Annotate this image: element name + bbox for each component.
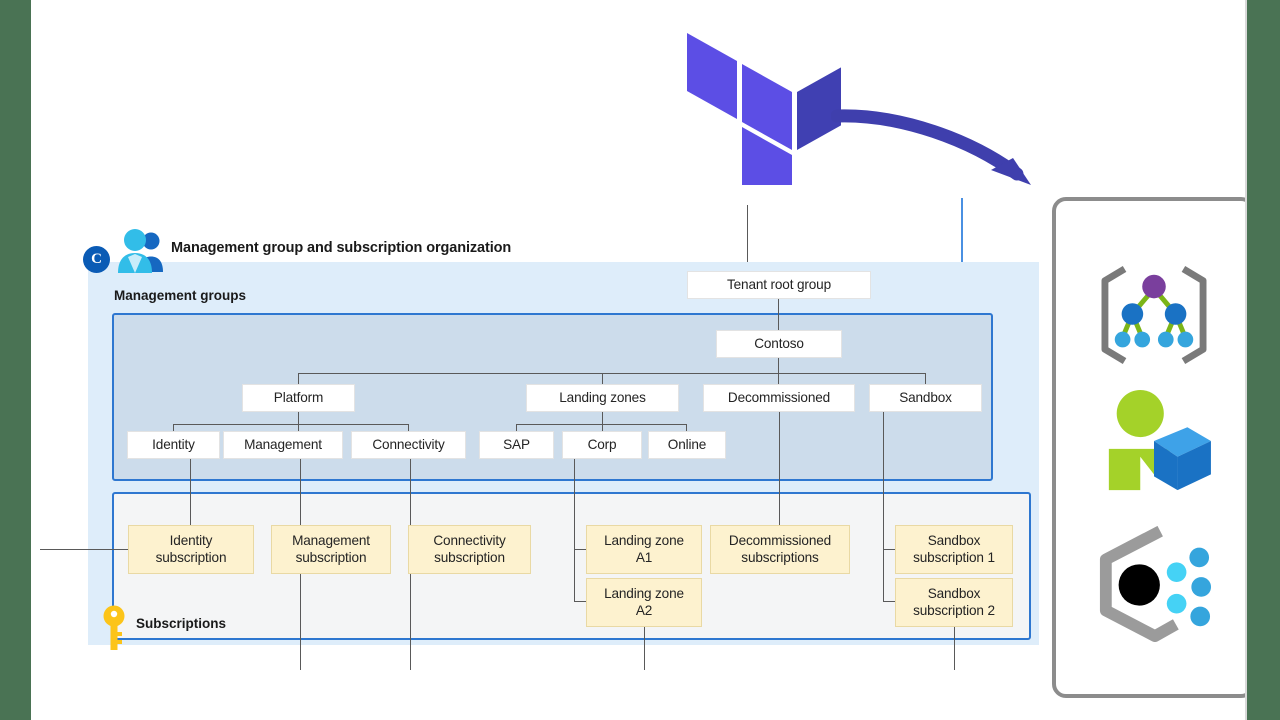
sub-node-sandbox-subscription-2[interactable]: Sandbox subscription 2 xyxy=(895,578,1013,627)
mg-node-landing-zones[interactable]: Landing zones xyxy=(526,384,679,412)
sub-node-line2: subscription 1 xyxy=(913,549,995,565)
sub-node-line1: Connectivity xyxy=(433,533,506,549)
connector-sandbox-down xyxy=(883,412,885,602)
sub-node-line1: Landing zone xyxy=(604,533,684,549)
sub-node-line2: subscriptions xyxy=(741,549,819,565)
azure-icon-panel xyxy=(1052,197,1247,698)
mg-node-label: Platform xyxy=(273,389,324,405)
sub-node-management-subscription[interactable]: Management subscription xyxy=(271,525,391,574)
mg-node-label: Connectivity xyxy=(372,436,445,452)
mg-node-label: Management xyxy=(244,436,322,452)
mg-node-contoso[interactable]: Contoso xyxy=(716,330,842,358)
sub-node-line1: Sandbox xyxy=(927,586,981,602)
mg-node-label: Landing zones xyxy=(559,389,646,405)
contoso-badge: C xyxy=(83,246,110,273)
mg-node-label: SAP xyxy=(503,436,530,452)
sub-node-decommissioned-subscriptions[interactable]: Decommissioned subscriptions xyxy=(710,525,850,574)
connector-platform-down xyxy=(298,412,300,424)
mg-node-management[interactable]: Management xyxy=(223,431,343,459)
sub-node-line1: Management xyxy=(292,533,370,549)
connector-blue-top xyxy=(961,198,963,262)
subscriptions-container xyxy=(112,492,1031,640)
subscriptions-label: Subscriptions xyxy=(136,616,227,631)
mg-node-label: Corp xyxy=(587,436,617,452)
connector-platform-bus xyxy=(173,424,409,426)
mg-node-label: Decommissioned xyxy=(727,389,831,405)
connector-sandbox-s1 xyxy=(883,549,896,551)
azure-management-group-icon xyxy=(1056,257,1247,372)
connector-to-corp xyxy=(602,424,604,434)
mg-node-label: Sandbox xyxy=(899,389,952,405)
connector-to-management xyxy=(298,424,300,434)
key-icon xyxy=(103,605,125,651)
sub-node-sandbox-subscription-1[interactable]: Sandbox subscription 1 xyxy=(895,525,1013,574)
management-groups-label: Management groups xyxy=(114,288,247,303)
azure-subscription-icon xyxy=(1056,383,1247,498)
sub-node-identity-subscription[interactable]: Identity subscription xyxy=(128,525,254,574)
sub-node-line2: A1 xyxy=(635,549,653,565)
connector-sandbox-s2 xyxy=(883,601,896,603)
connector-corp-a1 xyxy=(574,549,587,551)
page-title: Management group and subscription organi… xyxy=(171,240,512,256)
mg-node-connectivity[interactable]: Connectivity xyxy=(351,431,466,459)
mg-node-sap[interactable]: SAP xyxy=(479,431,554,459)
connector-tenantroot-contoso xyxy=(778,298,780,343)
connector-decommissioned-sub xyxy=(779,412,781,528)
sub-node-line2: subscription xyxy=(295,549,367,565)
sub-node-line1: Sandbox xyxy=(927,533,981,549)
connector-landingzones-down xyxy=(602,412,604,424)
connector-to-connectivity xyxy=(408,424,410,434)
sub-node-line2: subscription xyxy=(155,549,227,565)
connector-corp-down xyxy=(574,459,576,601)
mg-node-platform[interactable]: Platform xyxy=(242,384,355,412)
connector-to-sap xyxy=(516,424,518,434)
sub-node-line1: Decommissioned xyxy=(728,533,832,549)
azure-resource-group-icon xyxy=(1056,521,1247,646)
mg-node-label: Contoso xyxy=(754,335,804,351)
sub-node-landing-zone-a2[interactable]: Landing zone A2 xyxy=(586,578,702,627)
sub-node-line2: subscription 2 xyxy=(913,602,995,618)
mg-node-corp[interactable]: Corp xyxy=(562,431,642,459)
people-icon xyxy=(116,228,166,274)
slide-canvas: C Management group and subscription orga… xyxy=(31,0,1247,720)
connector-level2-bus xyxy=(298,373,926,375)
sub-node-landing-zone-a1[interactable]: Landing zone A1 xyxy=(586,525,702,574)
connector-sandbox2-down xyxy=(954,627,956,670)
connector-identity-sub xyxy=(190,459,192,528)
mg-node-online[interactable]: Online xyxy=(648,431,726,459)
mg-node-sandbox[interactable]: Sandbox xyxy=(869,384,982,412)
sub-node-line2: A2 xyxy=(635,602,653,618)
mg-node-decommissioned[interactable]: Decommissioned xyxy=(703,384,855,412)
sub-node-line1: Landing zone xyxy=(604,586,684,602)
connector-corp-a2 xyxy=(574,601,587,603)
mg-node-tenant-root-group[interactable]: Tenant root group xyxy=(687,271,871,299)
sub-node-line2: subscription xyxy=(434,549,505,565)
mg-node-label: Identity xyxy=(152,436,195,452)
mg-node-identity[interactable]: Identity xyxy=(127,431,220,459)
connector-contoso-down xyxy=(778,358,780,374)
mg-node-label: Online xyxy=(667,436,707,452)
sub-node-line1: Identity xyxy=(169,533,213,549)
connector-tenant-up xyxy=(747,205,749,263)
connector-a2-down xyxy=(644,627,646,670)
connector-landingzones-bus xyxy=(516,424,687,426)
curved-arrow xyxy=(830,100,1061,195)
connector-left-stub xyxy=(40,549,128,551)
sub-node-connectivity-subscription[interactable]: Connectivity subscription xyxy=(408,525,531,574)
connector-to-identity xyxy=(173,424,175,434)
mg-node-label: Tenant root group xyxy=(726,276,831,292)
connector-to-online xyxy=(686,424,688,434)
terraform-logo xyxy=(681,5,847,213)
